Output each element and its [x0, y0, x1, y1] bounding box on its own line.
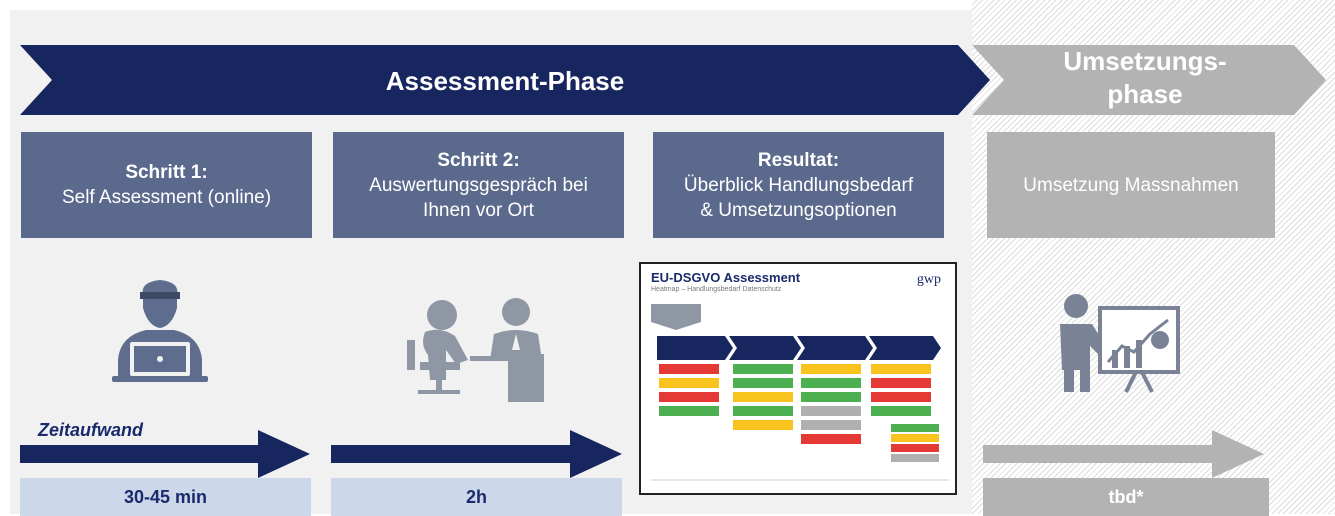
- time-arrow-2: [331, 430, 622, 478]
- umsetzung-box: Umsetzung Massnahmen: [987, 132, 1275, 238]
- umsetzung-text: Umsetzung Massnahmen: [1023, 174, 1239, 196]
- result-title: Resultat:: [757, 149, 840, 171]
- step-1-text-line-1: Self Assessment (online): [61, 187, 272, 208]
- zeitaufwand-label: Zeitaufwand: [38, 420, 144, 440]
- time-arrow-3: [983, 430, 1264, 478]
- report-title: EU-DSGVO Assessment: [651, 270, 801, 285]
- report-logo: gwp: [916, 272, 941, 287]
- duration-step-2: 2h: [331, 478, 622, 516]
- step-2-text-line-2: Ihnen vor Ort: [423, 199, 534, 221]
- report-thumbnail: EU-DSGVO Assessment Heatmap – Handlungsb…: [639, 262, 957, 495]
- duration-step-1: 30-45 min: [20, 478, 311, 516]
- step-1-title: Schritt 1:: [125, 162, 208, 183]
- step-2-box: Schritt 2: Auswertungsgespräch bei Ihnen…: [333, 132, 624, 238]
- umsetzung-phase-banner: [972, 45, 1326, 115]
- presentation-icon: [1060, 294, 1180, 393]
- umsetzung-phase-title-line-1: Umsetzungs-: [1063, 46, 1227, 76]
- result-box: Resultat: Überblick Handlungsbedarf & Um…: [653, 132, 944, 238]
- step-2-text-line-1: Auswertungsgespräch bei: [369, 174, 588, 196]
- assessment-phase-banner: [20, 45, 990, 115]
- report-heatmap-graphic: [651, 304, 949, 481]
- result-text-line-2: & Umsetzungsoptionen: [700, 199, 897, 221]
- duration-umsetzung: tbd*: [983, 478, 1269, 516]
- assessment-phase-title: Assessment-Phase: [385, 66, 625, 96]
- result-text-line-1: Überblick Handlungsbedarf: [683, 174, 914, 196]
- consultation-meeting-icon: [407, 298, 544, 402]
- time-arrow-1: [20, 430, 310, 478]
- step-1-box: Schritt 1: Self Assessment (online): [21, 132, 312, 238]
- umsetzung-phase-title: Umsetzungs- phase: [1000, 45, 1290, 111]
- report-subtitle: Heatmap – Handlungsbedarf Datenschutz: [651, 286, 782, 293]
- laptop-user-icon: [112, 280, 208, 382]
- step-2-title: Schritt 2:: [437, 149, 520, 171]
- umsetzung-phase-title-line-2: phase: [1107, 79, 1183, 109]
